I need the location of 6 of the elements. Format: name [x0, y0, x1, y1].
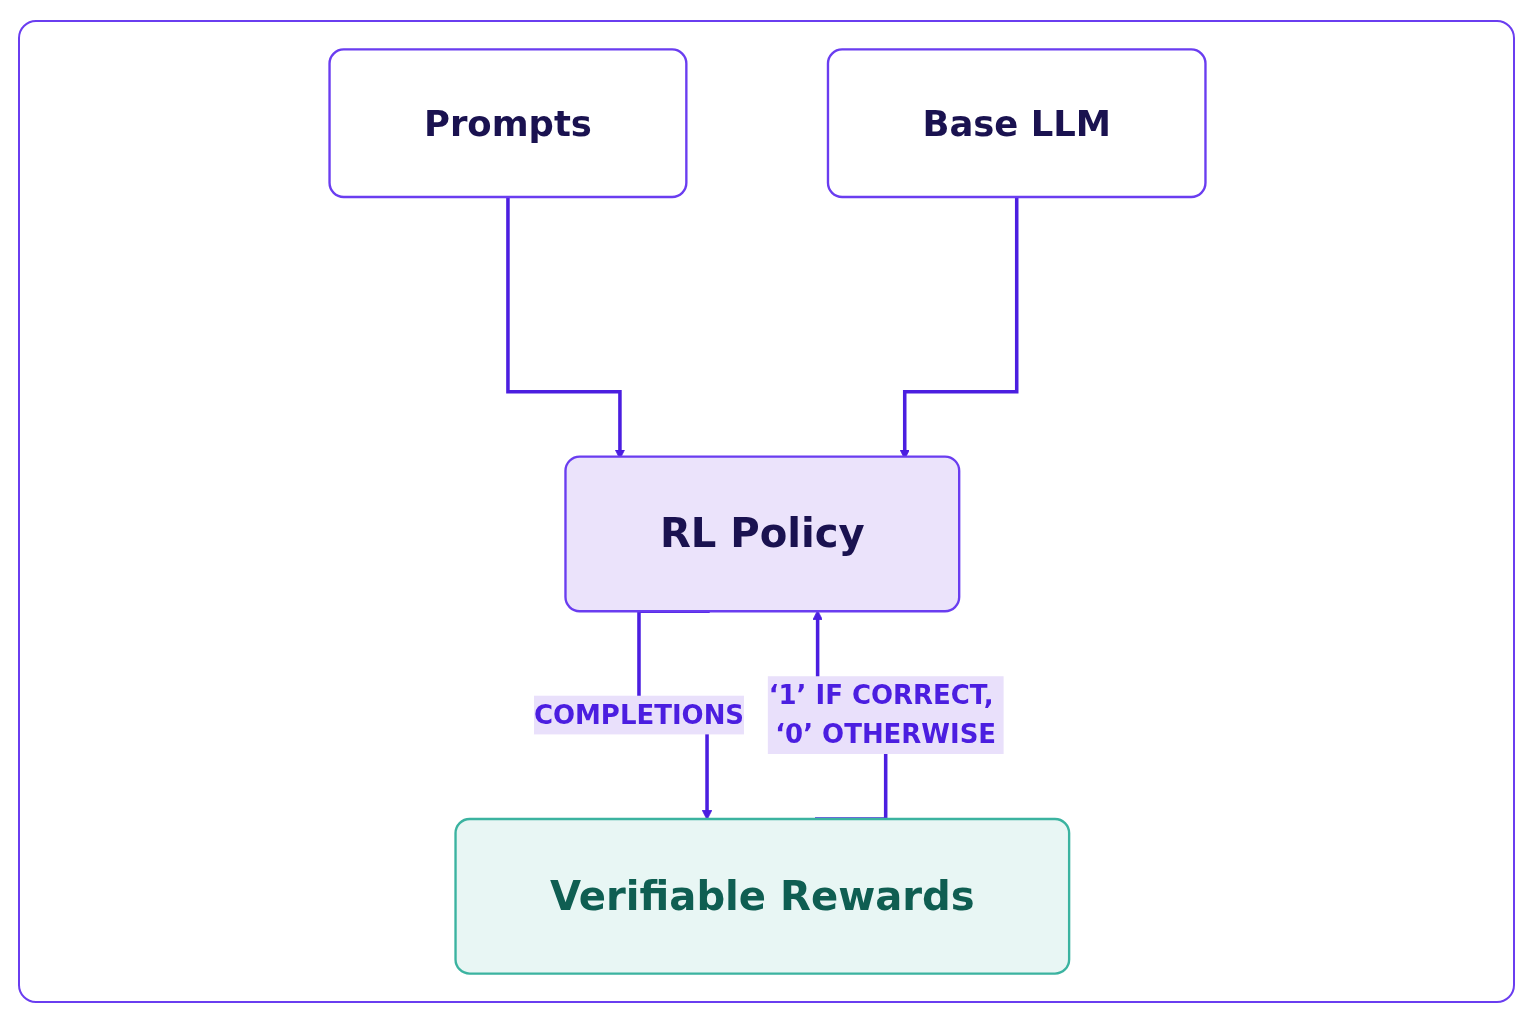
edge-label: COMPLETIONS — [533, 700, 745, 730]
node-box: RL Policy — [564, 455, 961, 613]
node-box: Prompts — [328, 48, 688, 199]
node-box: Base LLM — [826, 48, 1207, 199]
node-box: Verifiable Rewards — [454, 817, 1071, 975]
edge-label: ‘1’ IF CORRECT, ‘0’ OTHERWISE — [768, 680, 997, 750]
